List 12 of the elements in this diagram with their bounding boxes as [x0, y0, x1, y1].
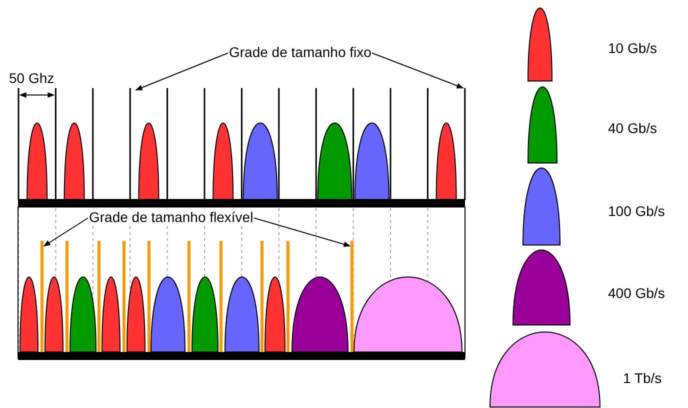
arrow — [372, 52, 464, 88]
legend-label: 400 Gb/s — [607, 285, 666, 301]
legend-label: 10 Gb/s — [607, 40, 658, 56]
callout-text: Grade de tamanho flexível — [88, 209, 254, 225]
arrow — [43, 218, 88, 246]
arrow — [135, 52, 228, 90]
legend-label: 1 Tb/s — [622, 370, 663, 386]
legend-label: 100 Gb/s — [607, 203, 666, 219]
dimension-label: 50 Ghz — [8, 70, 56, 86]
arrow — [254, 218, 351, 247]
legend-label: 40 Gb/s — [607, 120, 658, 136]
callout-text: Grade de tamanho fixo — [228, 44, 372, 60]
